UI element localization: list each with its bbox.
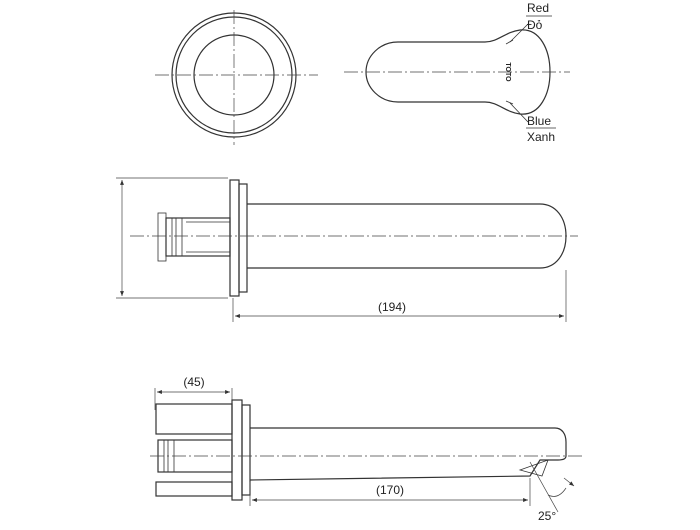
depth-dimension-label: (45): [183, 375, 204, 389]
angle-ray: [529, 461, 559, 513]
connector-end: [157, 212, 167, 262]
blue-label-vi: Xanh: [527, 130, 555, 144]
red-label-vi: Đỏ: [527, 18, 543, 32]
spout-outlet: [518, 459, 549, 477]
red-leader-line: [509, 23, 529, 43]
side-view: (45) (170) 25°: [150, 375, 582, 523]
middle-view: (194): [116, 177, 578, 322]
front-view: [155, 10, 318, 145]
angle-arrow: [563, 477, 575, 487]
side-flange-inner: [241, 404, 251, 496]
blue-label: Blue: [527, 114, 551, 128]
blue-leader-line: [509, 102, 529, 123]
angle-label: 25°: [538, 509, 556, 523]
top-view: TOTO Red Đỏ Blue Xanh: [344, 1, 570, 144]
flange-plate-outer: [229, 179, 240, 297]
brand-mark: TOTO: [504, 62, 511, 82]
back-box: [155, 403, 233, 435]
side-flange-outer: [231, 399, 243, 501]
length-dimension-label: (194): [378, 300, 406, 314]
bottom-bracket: [155, 481, 233, 497]
red-label: Red: [527, 1, 549, 15]
side-length-dimension-label: (170): [376, 483, 404, 497]
side-spout-body: [249, 427, 567, 481]
angle-arc: [547, 487, 567, 497]
flange-plate-inner: [238, 183, 248, 293]
blue-indicator-mark: [505, 100, 514, 105]
